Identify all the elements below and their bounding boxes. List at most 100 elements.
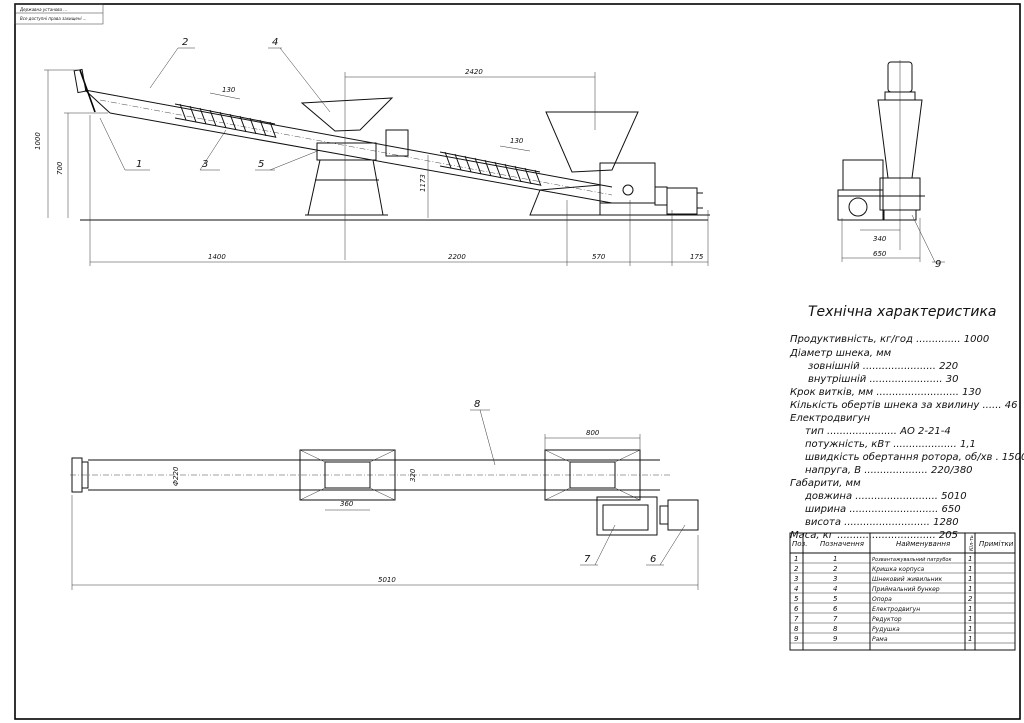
table-cell-pos: 5 xyxy=(794,595,799,603)
loading-hopper-right xyxy=(545,111,639,173)
table-cell-designation: 8 xyxy=(833,625,838,633)
table-cell-pos: 8 xyxy=(794,625,799,633)
table-cell-name: Розвантажувальний патрубок xyxy=(872,557,952,563)
table-cell-pos: 2 xyxy=(794,565,799,573)
dim-130-b: 130 xyxy=(510,137,524,145)
table-cell-name: Шнековий живильник xyxy=(872,576,943,583)
table-cell-pos: 6 xyxy=(794,605,799,613)
dim-700: 700 xyxy=(56,161,64,175)
base-frame-right xyxy=(529,184,601,216)
callout-2: 2 xyxy=(182,37,188,48)
table-cell-name: Опора xyxy=(872,596,892,603)
dim-360: 360 xyxy=(340,500,354,508)
spec-line-8: потужність, кВт .................... 1,1 xyxy=(805,438,976,450)
right-hopper-plan xyxy=(544,449,641,501)
spec-line-14: висота ........................... 1280 xyxy=(805,517,959,528)
spec-line-5: Кількість обертів шнека за хвилину .....… xyxy=(790,399,1017,411)
table-cell-pos: 7 xyxy=(794,615,799,623)
technical-specification: Технічна характеристика Продуктивність, … xyxy=(789,304,1024,541)
callout-8: 8 xyxy=(474,399,480,410)
spec-line-6: Електродвигун xyxy=(790,413,871,424)
spec-line-4: Крок витків, мм ........................… xyxy=(790,386,981,398)
dim-650: 650 xyxy=(873,250,887,258)
table-header-notes: Примітки xyxy=(979,540,1014,548)
screw-flights-front-2 xyxy=(439,151,542,187)
dim-1173: 1173 xyxy=(419,174,427,192)
table-cell-name: Приймальний бункер xyxy=(872,586,940,593)
table-cell-qty: 1 xyxy=(968,605,972,613)
gearbox-plan xyxy=(596,496,658,536)
middle-flange xyxy=(385,129,409,157)
table-header-pos: Поз. xyxy=(792,540,808,548)
dim-220: Ф220 xyxy=(172,466,180,486)
table-cell-pos: 9 xyxy=(794,635,799,643)
callout-9: 9 xyxy=(935,259,941,270)
table-row: 4 4 Приймальний бункер 1 xyxy=(794,585,972,593)
table-cell-qty: 1 xyxy=(968,575,972,583)
table-header-name: Найменування xyxy=(896,540,950,548)
spec-line-15: Маса, кг ...............................… xyxy=(790,530,958,541)
front-view: 2420 130 130 1000 700 1173 1400 2200 570… xyxy=(34,37,710,266)
drive-unit-front xyxy=(599,162,703,215)
table-cell-qty: 1 xyxy=(968,585,972,593)
table-cell-name: Електродвигун xyxy=(872,606,920,613)
screw-flights-front-1 xyxy=(174,103,277,139)
dim-5010: 5010 xyxy=(378,576,396,584)
dim-1000: 1000 xyxy=(34,132,42,150)
dim-800: 800 xyxy=(586,429,600,437)
table-cell-designation: 4 xyxy=(833,585,837,593)
table-cell-name: Рама xyxy=(872,636,888,643)
table-header-qty: Кіл-ть xyxy=(969,535,975,551)
spec-line-10: напруга, В .................... 220/380 xyxy=(805,465,973,476)
table-header-designation: Позначення xyxy=(820,540,864,548)
dim-1400: 1400 xyxy=(208,253,226,261)
spec-line-11: Габарити, мм xyxy=(790,477,861,489)
stamp-line-1: Державна установа ... xyxy=(19,7,67,12)
spec-line-12: довжина .......................... 5010 xyxy=(804,491,967,502)
table-cell-designation: 9 xyxy=(833,635,838,643)
callout-4: 4 xyxy=(272,37,278,48)
table-cell-designation: 1 xyxy=(833,555,837,563)
support-stand-front xyxy=(305,142,388,216)
dim-130-a: 130 xyxy=(222,86,236,94)
receiving-hopper-front xyxy=(300,97,394,132)
spec-line-0: Продуктивність, кг/год .............. 10… xyxy=(790,333,989,345)
table-cell-pos: 4 xyxy=(794,585,798,593)
table-cell-name: Рудушка xyxy=(872,626,900,633)
table-row: 6 6 Електродвигун 1 xyxy=(794,605,972,613)
table-row: 3 3 Шнековий живильник 1 xyxy=(794,575,972,583)
spec-line-13: ширина ............................ 650 xyxy=(805,504,961,515)
dim-175: 175 xyxy=(690,253,704,261)
spec-line-1: Діаметр шнека, мм xyxy=(789,347,892,359)
dim-2420: 2420 xyxy=(465,68,483,76)
spec-line-3: внутрішній ....................... 30 xyxy=(808,373,958,385)
callout-7: 7 xyxy=(584,554,591,565)
callout-5: 5 xyxy=(258,159,264,170)
spec-line-9: швидкість обертання ротора, об/хв . 1500 xyxy=(805,451,1024,463)
table-cell-name: Кришка корпуса xyxy=(872,566,925,573)
middle-hopper-plan xyxy=(299,449,396,501)
table-cell-qty: 1 xyxy=(968,615,972,623)
motor-plan xyxy=(667,499,699,531)
dim-570: 570 xyxy=(592,253,606,261)
spec-title: Технічна характеристика xyxy=(808,304,996,320)
table-cell-designation: 6 xyxy=(833,605,838,613)
sheet-frame xyxy=(14,3,1021,720)
table-row: 7 7 Редуктор 1 xyxy=(794,615,972,623)
table-cell-qty: 1 xyxy=(968,625,972,633)
parts-table: Поз. Позначення Найменування Кіл-ть Прим… xyxy=(789,532,1016,651)
table-cell-qty: 1 xyxy=(968,555,972,563)
table-cell-name: Редуктор xyxy=(872,616,902,623)
discharge-flange xyxy=(79,69,96,113)
table-cell-pos: 3 xyxy=(794,575,798,583)
dim-340: 340 xyxy=(873,235,887,243)
table-row: 9 9 Рама 1 xyxy=(794,635,972,643)
spec-line-7: тип ...................... АО 2-21-4 xyxy=(805,426,951,437)
table-cell-designation: 2 xyxy=(833,565,838,573)
dim-320: 320 xyxy=(409,468,417,482)
dim-2200: 2200 xyxy=(448,253,466,261)
table-row: 1 1 Розвантажувальний патрубок 1 xyxy=(794,555,972,563)
table-cell-qty: 1 xyxy=(968,565,972,573)
table-row: 5 5 Опора 2 xyxy=(794,595,973,603)
